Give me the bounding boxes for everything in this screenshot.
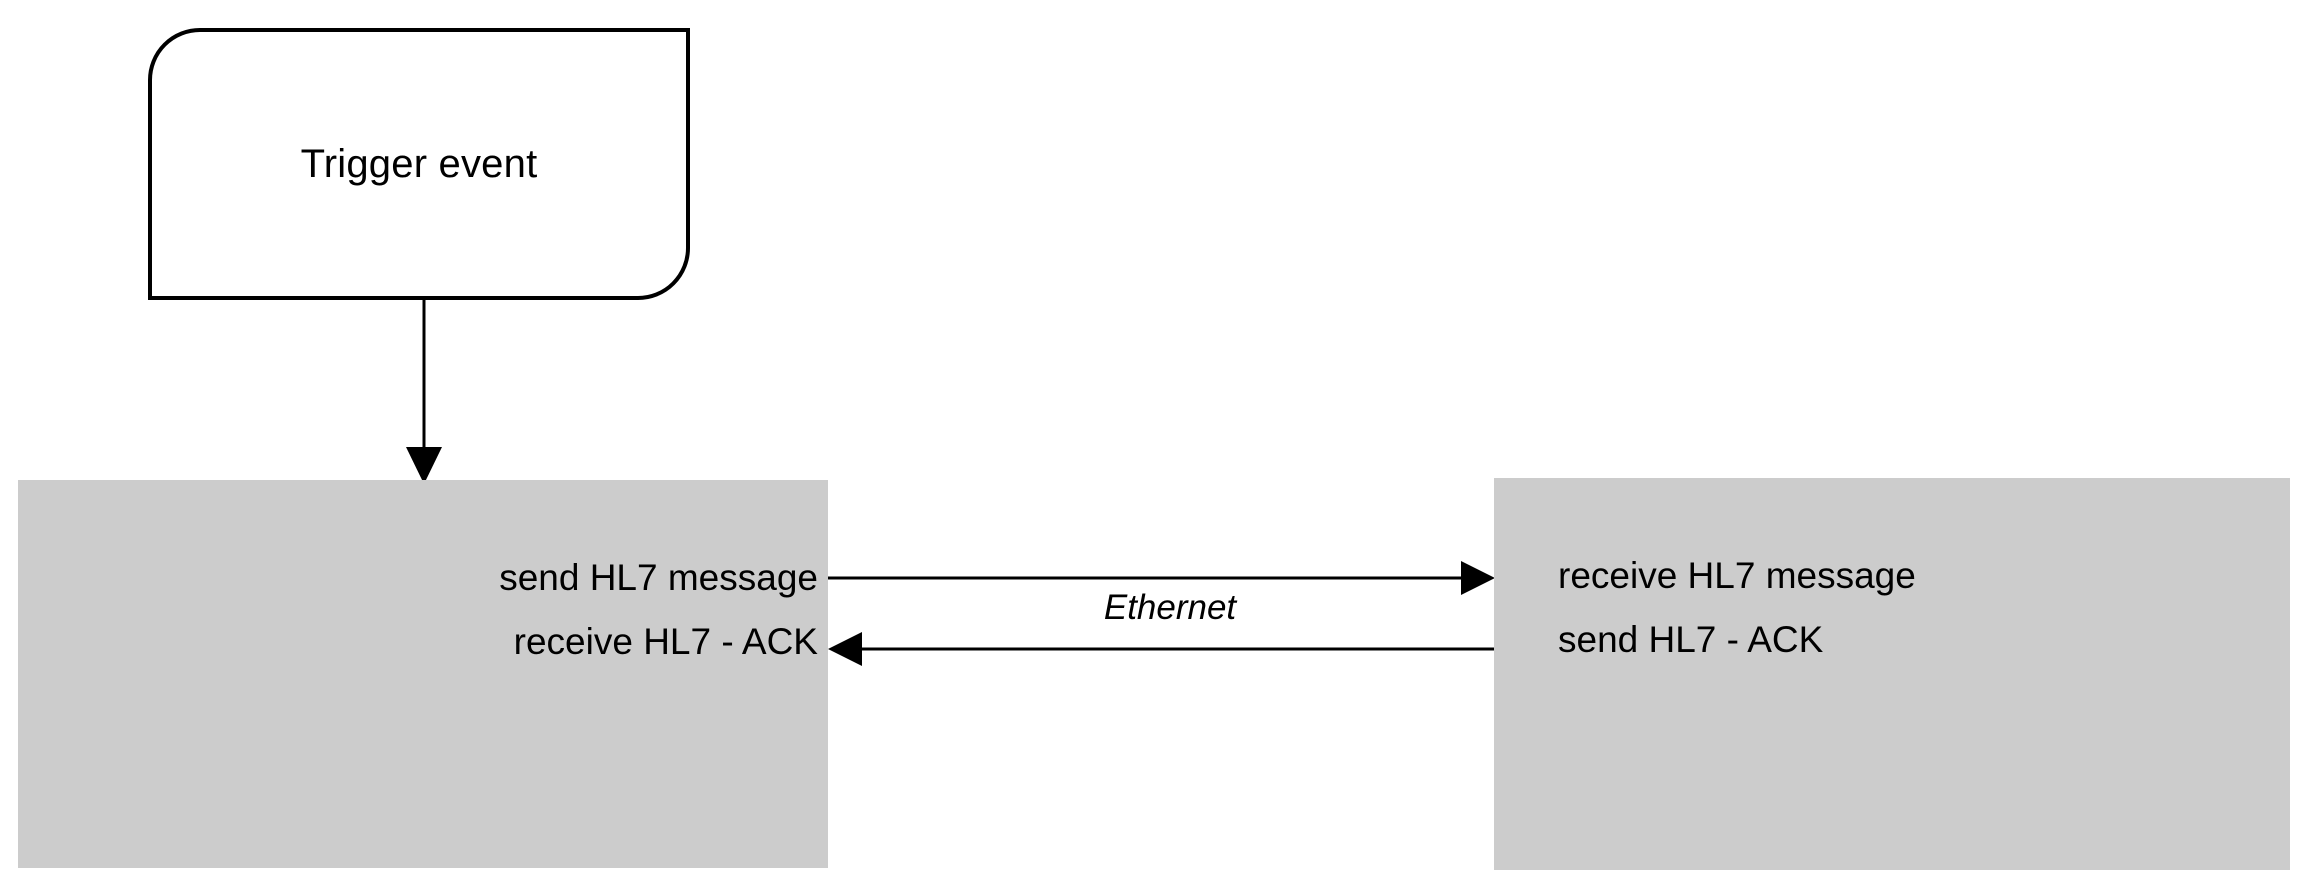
trigger-event-label: Trigger event — [300, 142, 538, 186]
system-b-node[interactable]: receive HL7 message send HL7 - ACK Syste… — [1494, 478, 2290, 870]
connector-system-b-to-system-a — [828, 632, 1523, 666]
trigger-event-node[interactable]: Trigger event — [148, 28, 690, 300]
system-a-action-line: send HL7 message — [499, 557, 818, 598]
system-a-action-line: receive HL7 - ACK — [513, 621, 818, 662]
system-a-node[interactable]: send HL7 message receive HL7 - ACK Syste… — [18, 480, 828, 868]
ethernet-label: Ethernet — [1103, 588, 1237, 627]
connector-trigger-to-system-a — [406, 300, 442, 484]
system-a-actions: send HL7 message receive HL7 - ACK — [18, 559, 828, 660]
system-b-actions: receive HL7 message send HL7 - ACK — [1558, 557, 1916, 658]
system-b-action-line: send HL7 - ACK — [1558, 619, 1824, 660]
system-b-action-line: receive HL7 message — [1558, 555, 1916, 596]
